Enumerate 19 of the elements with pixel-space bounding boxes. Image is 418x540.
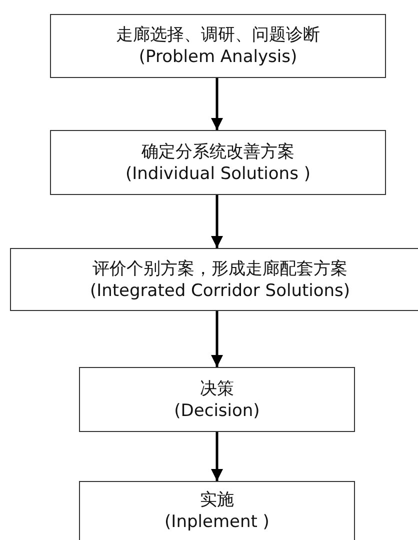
step-title: 实施 (200, 489, 234, 511)
step-title: 走廊选择、调研、问题诊断 (116, 24, 320, 46)
process-box (50, 130, 386, 195)
step-subtitle: (Problem Analysis) (138, 46, 298, 68)
process-box (79, 481, 355, 540)
process-box (50, 14, 386, 78)
process-box (79, 367, 355, 432)
step-subtitle: (Inplement ) (164, 511, 270, 533)
process-box (10, 248, 418, 311)
arrow (211, 432, 223, 481)
step-subtitle: (Individual Solutions ) (126, 162, 310, 184)
step-title: 确定分系统改善方案 (142, 140, 294, 162)
arrow (211, 78, 223, 130)
step-title: 评价个别方案，形成走廊配套方案 (92, 258, 348, 280)
arrow (211, 311, 223, 367)
arrow (211, 195, 223, 248)
step-subtitle: (Decision) (174, 400, 260, 422)
step-title: 决策 (200, 378, 234, 400)
step-subtitle: (Integrated Corridor Solutions) (90, 280, 350, 302)
